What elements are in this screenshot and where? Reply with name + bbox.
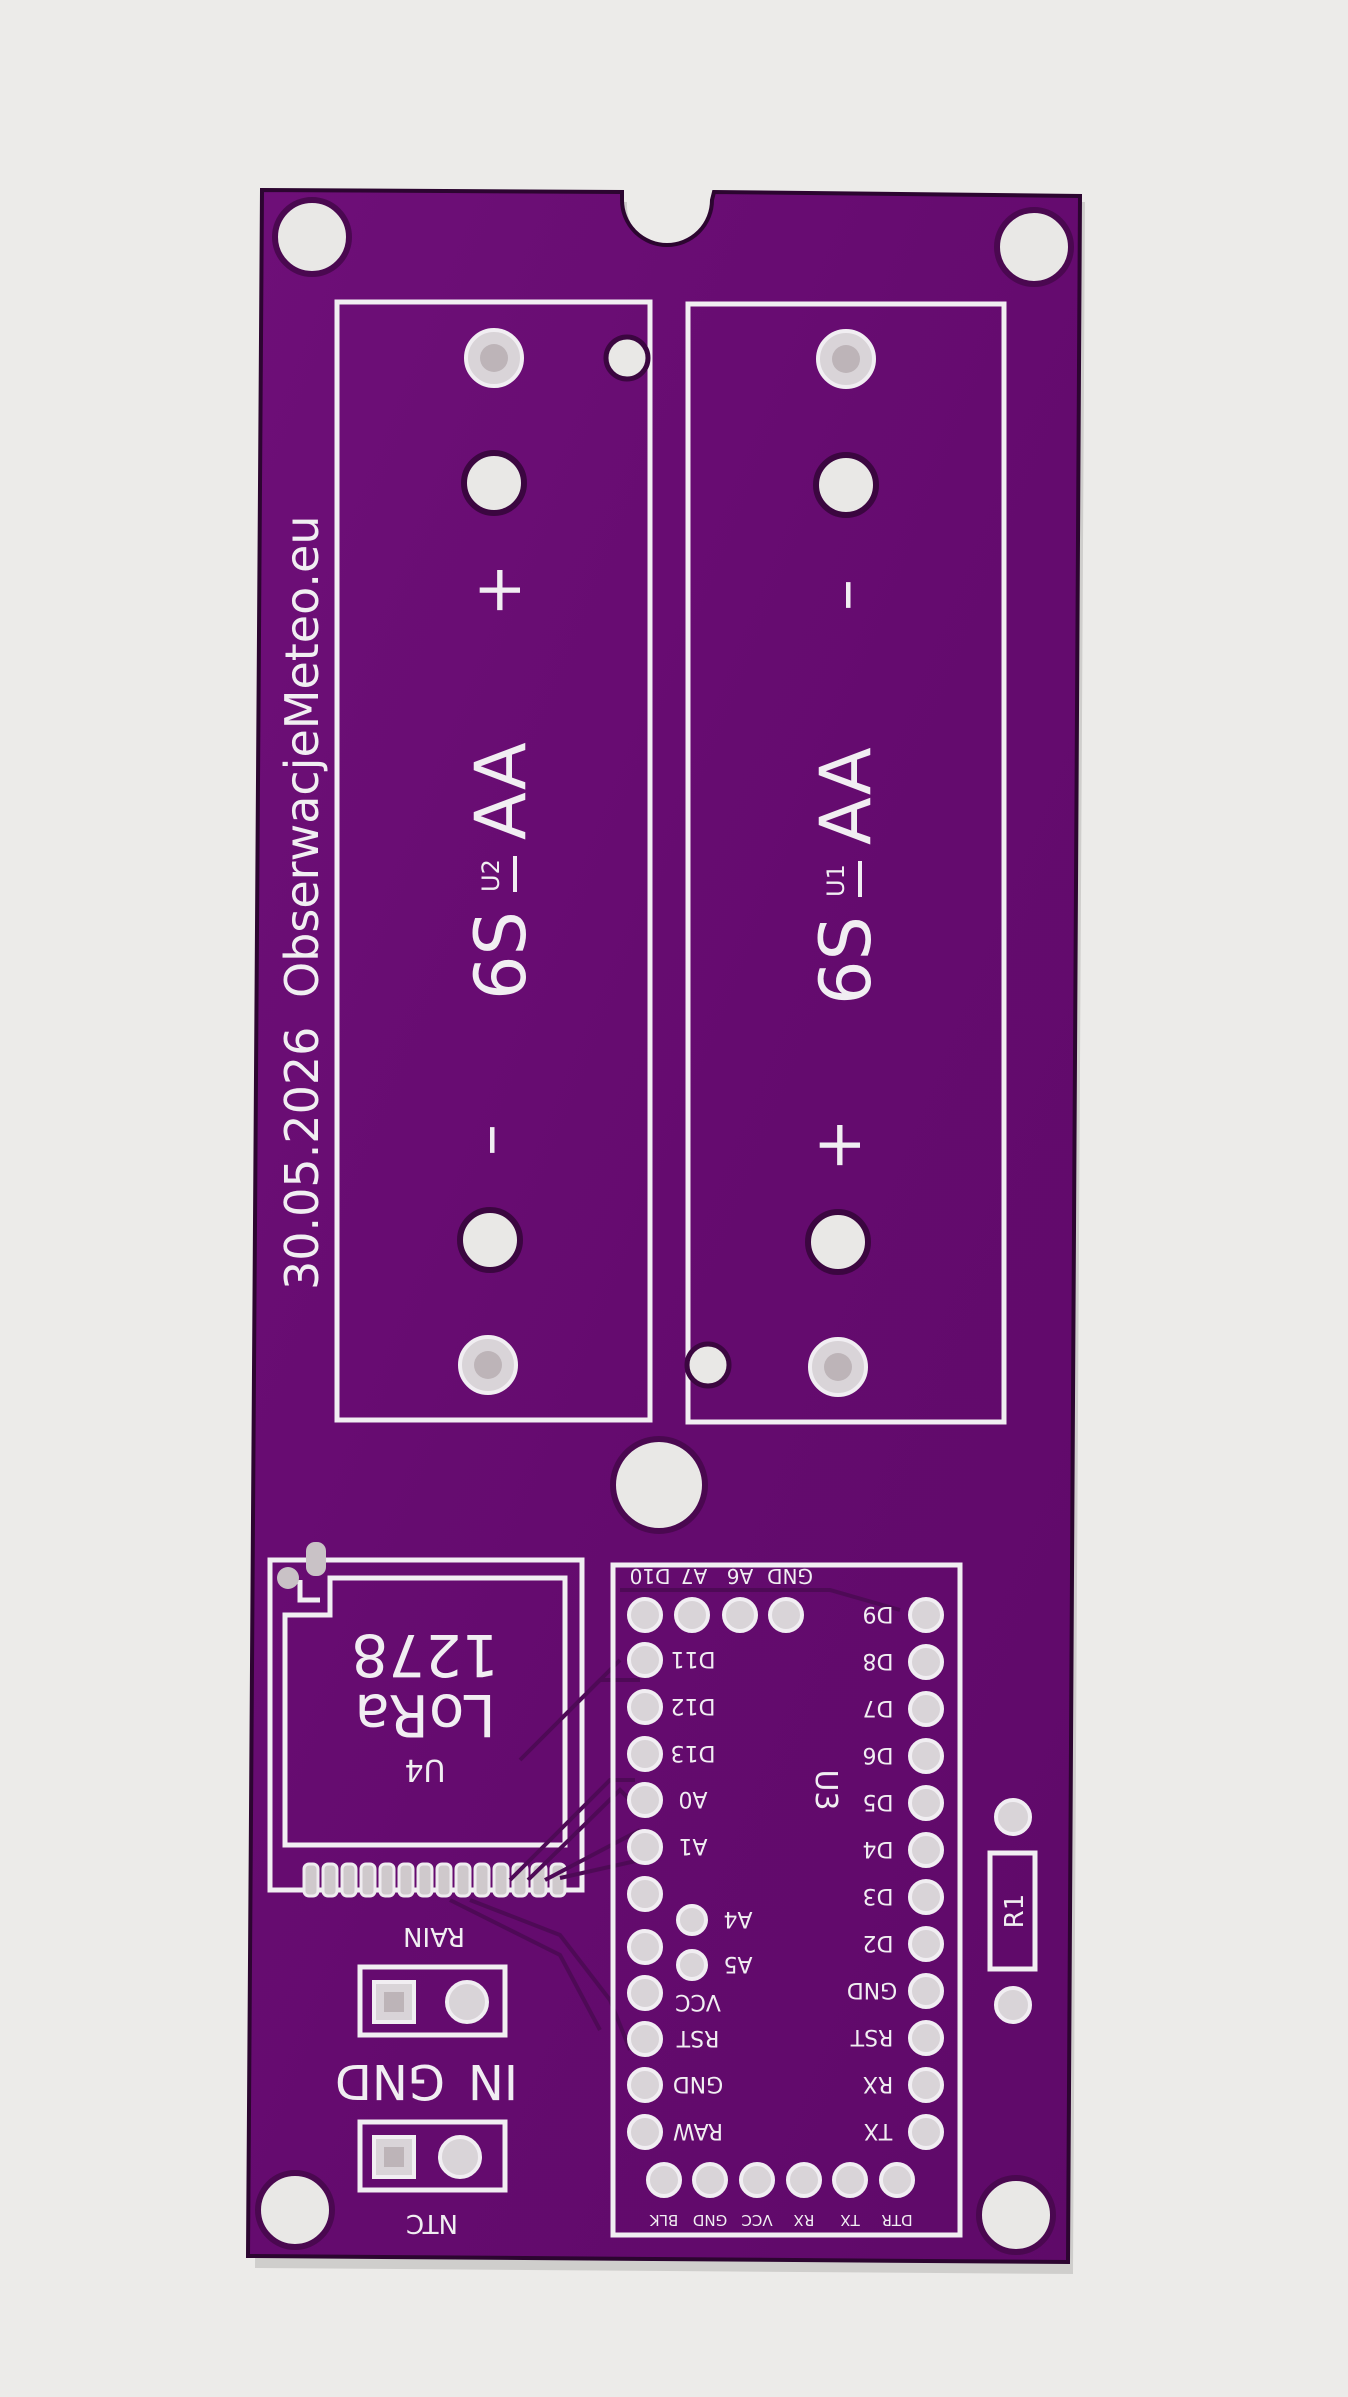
mcu-left-label: A0 [678,1786,707,1811]
ntc-label: NTC [406,2208,458,2238]
mcu-right-label: D2 [863,1930,894,1955]
battery-holder-u1: – + 6S AA U1 [684,301,1007,1425]
mcu-right-pins [908,1597,944,2150]
lora-line1: LoRa [354,1681,495,1749]
mcu-left-label: D12 [671,1693,716,1718]
mcu-bottom-labels: BLK GND VCC RX TX DTR [649,2211,913,2229]
battery-u2-ref: U2 [477,859,505,892]
mcu-right-label: D8 [863,1648,894,1673]
rain-label: RAIN [403,1921,465,1951]
mcu-right-label: TX [864,2118,894,2143]
lora-ref: U4 [404,1752,445,1787]
mcu-right-label: D3 [863,1883,894,1908]
resistor-r1: R1 [987,1798,1038,2024]
rain-connector: RAIN [357,1921,508,2038]
battery-u1-top-sign: – [808,579,882,611]
battery-u2-bottom-sign: – [452,1124,526,1156]
mcu-right-label: RST [850,2024,893,2049]
mcu-right-label: D6 [863,1742,894,1767]
mcu-bottom-label: VCC [741,2211,772,2229]
battery-u2-top-sign: + [462,563,536,617]
pcb-brand: ObserwacjeMeteo.eu [275,515,329,998]
lora-line2: 1278 [351,1621,499,1689]
mcu-right-label: D9 [863,1601,894,1626]
mcu-left-label: A1 [678,1833,707,1858]
battery-u1-bottom-sign: + [802,1118,876,1172]
mcu-left-label: A4 [723,1906,752,1931]
pcb-board [245,187,1083,2265]
mcu-ref: U3 [808,1769,843,1810]
mcu-top-label-gnd: GND [767,1564,813,1588]
mcu-bottom-label: DTR [881,2211,912,2229]
mcu-left-label: RAW [673,2118,723,2143]
resistor-ref: R1 [1000,1894,1030,1929]
mcu-left-label: VCC [675,1989,721,2014]
mcu-left-labels: D11 D12 D13 A0 A1 A4 A5 VCC RST GND RAW [671,1646,753,2143]
pcb-date: 30.05.2026 [275,1027,329,1290]
battery-u1-label: 6S [805,916,887,1005]
mcu-u3: D10 A7 A6 GND D11 D12 D13 A0 A1 A4 A5 VC… [610,1562,963,2238]
connector-in-label: IN [468,2053,518,2109]
mcu-left-pins [627,1642,708,2150]
mcu-bottom-label: GND [693,2211,727,2229]
mcu-top-label-a7: A7 [681,1564,707,1588]
mcu-top-label-a6: A6 [727,1564,753,1588]
mcu-left-label: GND [673,2071,723,2096]
mcu-bottom-label: BLK [649,2211,679,2229]
connector-gnd-label: GND [335,2053,445,2109]
battery-holder-u2: + – 6S AA U2 [334,299,653,1423]
lora-pads [302,1862,567,1898]
ntc-connector: NTC [357,2119,508,2238]
mounting-holes [255,197,1074,2255]
mcu-top-label-d10: D10 [630,1564,671,1588]
lora-module-u4: U4 LoRa 1278 [267,1542,585,1898]
mcu-right-label: D5 [863,1789,894,1814]
mcu-left-label: RST [676,2025,719,2050]
mcu-right-label: RX [863,2071,893,2096]
battery-u1-type: AA [805,747,887,845]
mcu-left-label: A5 [723,1951,752,1976]
mcu-right-label: D7 [863,1695,894,1720]
mcu-right-label: GND [847,1977,897,2002]
mcu-bottom-label: RX [794,2211,815,2229]
mcu-bottom-label: TX [840,2211,860,2229]
mcu-right-label: D4 [863,1836,894,1861]
mcu-right-labels: D9 D8 D7 D6 D5 D4 D3 D2 GND RST RX TX [847,1601,897,2143]
mcu-left-label: D11 [671,1646,716,1671]
battery-u1-ref: U1 [822,864,850,897]
battery-u2-type: AA [460,742,542,840]
battery-u2-label: 6S [460,911,542,1000]
mcu-bottom-pins [646,2162,915,2198]
mcu-left-label: D13 [671,1740,716,1765]
